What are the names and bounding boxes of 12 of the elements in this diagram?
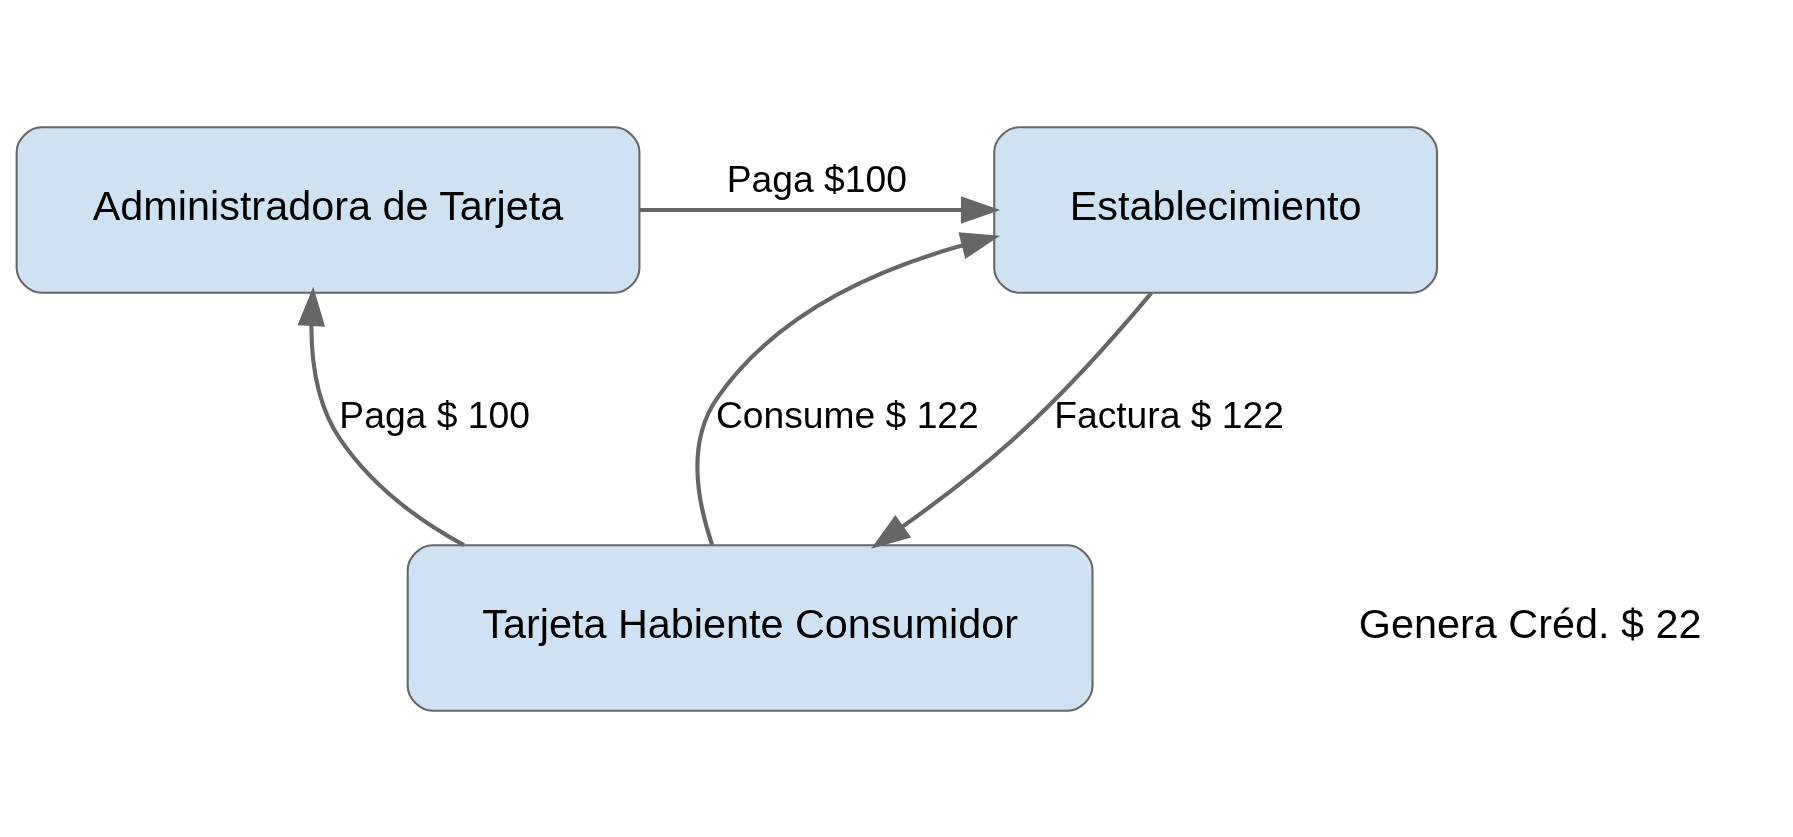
arrow <box>297 286 465 547</box>
edge-label: Factura $ 122 <box>1054 393 1284 436</box>
edge-label: Paga $100 <box>726 157 907 200</box>
label: Genera Créd. $ 22 <box>1358 600 1702 647</box>
edge-label: Paga $ 100 <box>339 393 530 436</box>
node-box: Tarjeta Habiente Consumidor <box>406 543 1094 712</box>
arrow <box>639 195 1001 224</box>
node-box: Administradora de Tarjeta <box>15 125 641 294</box>
edge-label: Consume $ 122 <box>715 393 979 436</box>
arrow <box>871 291 1153 549</box>
arrow <box>695 231 1001 545</box>
node-box: Establecimiento <box>993 125 1439 294</box>
